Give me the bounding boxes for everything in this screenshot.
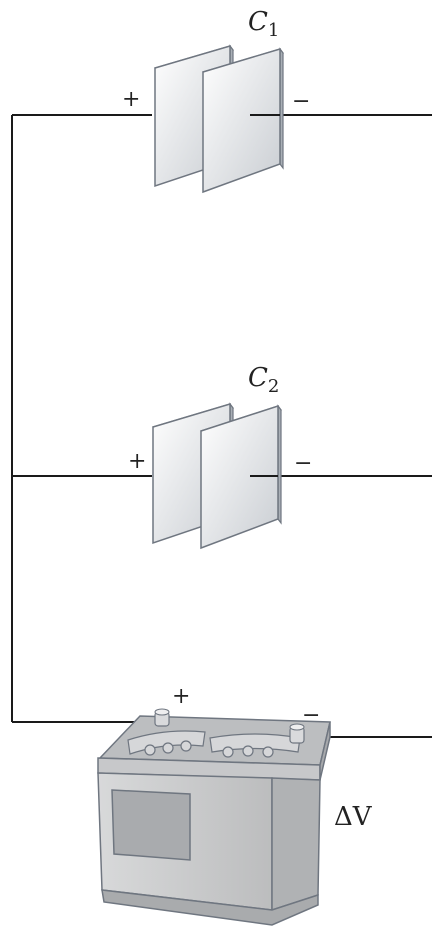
battery-side [271, 777, 321, 912]
capacitor-c1: C1 + − [122, 7, 310, 194]
battery-negative-label: − [302, 703, 320, 728]
battery: + − ΔV [97, 684, 373, 926]
battery-cell-caps [127, 730, 301, 758]
battery-negative-terminal [289, 723, 305, 744]
c2-positive-label: + [128, 449, 146, 474]
battery-voltage-label: ΔV [334, 802, 373, 832]
c1-label: C1 [248, 7, 279, 41]
capacitor-c2: C2 + − [128, 363, 312, 550]
c1-negative-label: − [292, 89, 310, 114]
battery-label-panel [111, 789, 191, 861]
c2-label: C2 [248, 363, 279, 397]
c1-right-plate [202, 47, 284, 194]
c2-negative-label: − [294, 451, 312, 476]
c1-positive-label: + [122, 87, 140, 112]
c2-right-plate [200, 404, 282, 550]
battery-positive-label: + [172, 684, 190, 709]
battery-positive-terminal [154, 708, 170, 727]
